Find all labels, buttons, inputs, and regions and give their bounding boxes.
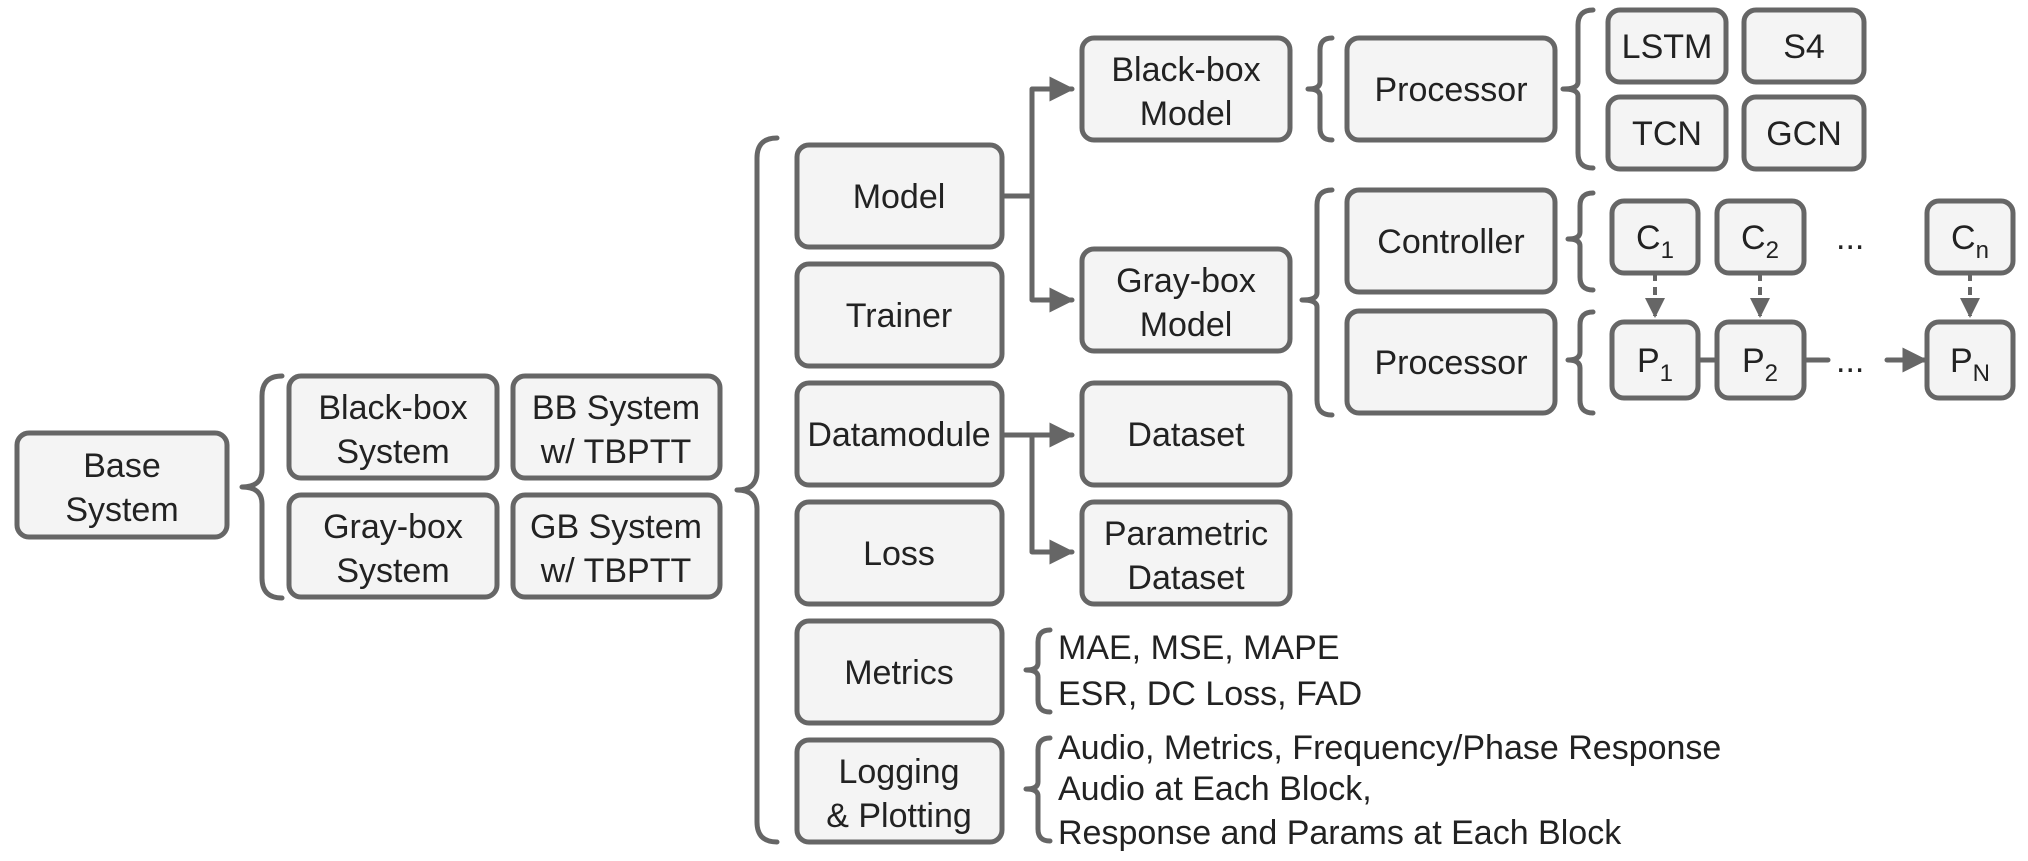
metrics-line-2: ESR, DC Loss, FAD bbox=[1058, 675, 1362, 713]
bb-processor-box: Processor bbox=[1344, 35, 1558, 143]
svg-text:Logging& Plotting: Logging& Plotting bbox=[826, 753, 972, 835]
arrow-to-bb-model bbox=[1029, 76, 1075, 199]
brace-gb-processor bbox=[1565, 309, 1596, 416]
brace-gb-model bbox=[1299, 187, 1335, 418]
svg-text:Controller: Controller bbox=[1377, 223, 1524, 261]
metrics-line-1: MAE, MSE, MAPE bbox=[1058, 629, 1340, 667]
dataset-box: Dataset bbox=[1079, 380, 1293, 488]
arrow-to-param-dataset bbox=[1029, 432, 1075, 565]
c2-box: C2 bbox=[1714, 198, 1807, 276]
svg-text:Processor: Processor bbox=[1374, 71, 1527, 109]
svg-text:C1: C1 bbox=[1636, 219, 1674, 264]
tcn-box: TCN bbox=[1605, 94, 1729, 172]
metrics-box: Metrics bbox=[794, 618, 1005, 726]
gcn-box: GCN bbox=[1741, 94, 1867, 172]
logging-plotting-box: Logging& Plotting bbox=[794, 737, 1005, 845]
svg-text:S4: S4 bbox=[1783, 28, 1825, 66]
brace-controller bbox=[1565, 190, 1596, 293]
svg-text:Model: Model bbox=[853, 178, 946, 216]
processor-ellipsis: ... bbox=[1836, 342, 1864, 380]
svg-text:Dataset: Dataset bbox=[1127, 416, 1245, 454]
s4-box: S4 bbox=[1741, 7, 1867, 85]
svg-text:P1: P1 bbox=[1637, 342, 1673, 387]
svg-text:Cn: Cn bbox=[1951, 219, 1989, 264]
svg-text:Loss: Loss bbox=[863, 535, 935, 573]
logging-line-1: Audio, Metrics, Frequency/Phase Response bbox=[1058, 729, 1721, 767]
controller-box: Controller bbox=[1344, 187, 1558, 295]
svg-text:LSTM: LSTM bbox=[1622, 28, 1713, 66]
brace-metrics bbox=[1023, 627, 1053, 715]
c1-box: C1 bbox=[1609, 198, 1701, 276]
brace-bb-processor bbox=[1560, 7, 1596, 171]
svg-text:C2: C2 bbox=[1741, 219, 1779, 264]
logging-line-2: Audio at Each Block, bbox=[1058, 770, 1372, 808]
loss-box: Loss bbox=[794, 499, 1005, 607]
pn-box: PN bbox=[1924, 319, 2016, 401]
p2-box: P2 bbox=[1714, 319, 1807, 401]
logging-line-3: Response and Params at Each Block bbox=[1058, 814, 1622, 852]
svg-text:GCN: GCN bbox=[1766, 115, 1842, 153]
svg-text:Trainer: Trainer bbox=[846, 297, 952, 335]
brace-base-system bbox=[239, 373, 285, 601]
svg-text:PN: PN bbox=[1950, 342, 1990, 387]
brace-bb-model bbox=[1305, 35, 1335, 143]
trainer-box: Trainer bbox=[794, 261, 1005, 369]
cn-box: Cn bbox=[1924, 198, 2016, 276]
controller-ellipsis: ... bbox=[1836, 219, 1864, 257]
datamodule-box: Datamodule bbox=[794, 380, 1005, 488]
connectors bbox=[239, 7, 1980, 845]
svg-text:Datamodule: Datamodule bbox=[807, 416, 990, 454]
arrow-to-gb-model bbox=[1029, 193, 1075, 313]
lstm-box: LSTM bbox=[1605, 7, 1729, 85]
svg-text:Metrics: Metrics bbox=[844, 654, 954, 692]
brace-components bbox=[734, 135, 780, 845]
brace-logging bbox=[1023, 735, 1053, 844]
svg-text:P2: P2 bbox=[1742, 342, 1778, 387]
p1-box: P1 bbox=[1609, 319, 1701, 401]
svg-text:Processor: Processor bbox=[1374, 344, 1527, 382]
gb-processor-box: Processor bbox=[1344, 308, 1558, 416]
svg-text:TCN: TCN bbox=[1632, 115, 1702, 153]
model-box: Model bbox=[794, 142, 1005, 250]
